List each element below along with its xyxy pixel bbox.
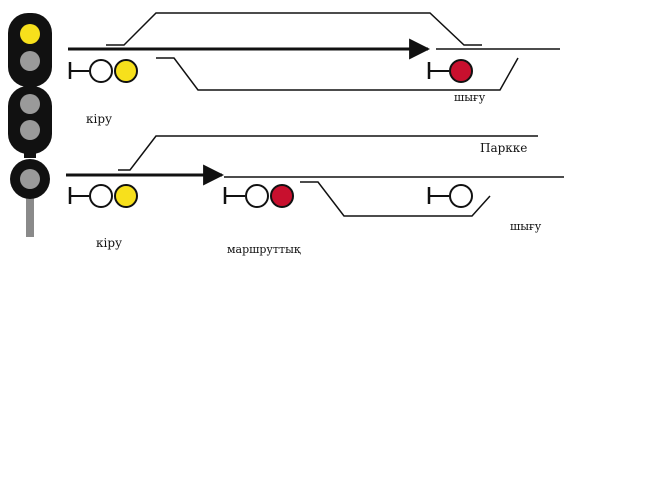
lamp-white xyxy=(89,184,113,208)
upper-siding-track xyxy=(106,12,482,46)
signal-head-bottom xyxy=(10,159,50,199)
exit-signal-top xyxy=(427,59,473,83)
signal-head-top xyxy=(8,13,52,87)
mast-lamp-off xyxy=(20,94,40,114)
label-route: маршруттық xyxy=(227,243,301,256)
mast-lamp-off xyxy=(20,169,40,189)
mast-lamp-off xyxy=(20,120,40,140)
label-park: Паркке xyxy=(480,141,528,155)
label-exit-bottom: шығу xyxy=(510,220,542,233)
entry-signal-top xyxy=(68,59,138,83)
mast-lamp-yellow xyxy=(20,24,40,44)
exit-signal-bottom xyxy=(427,184,473,208)
lamp-red xyxy=(270,184,294,208)
lamp-white xyxy=(89,59,113,83)
scheme-bottom xyxy=(66,135,564,217)
lamp-yellow xyxy=(114,184,138,208)
label-entry-bottom: кіру xyxy=(96,236,123,250)
mast-lamp-off xyxy=(20,51,40,71)
label-entry-top: кіру xyxy=(86,112,113,126)
signal-head-middle xyxy=(8,86,52,154)
scheme-top xyxy=(68,12,560,91)
park-branch-track xyxy=(118,135,538,171)
label-exit-top: шығу xyxy=(454,91,486,104)
signal-mast xyxy=(26,195,34,237)
lower-siding-track xyxy=(300,181,491,217)
mast-signal xyxy=(8,13,52,237)
lamp-yellow xyxy=(114,59,138,83)
lower-siding-track xyxy=(156,57,519,91)
entry-signal-bottom xyxy=(68,184,138,208)
lamp-white xyxy=(245,184,269,208)
lamp-red xyxy=(449,59,473,83)
lamp-white xyxy=(449,184,473,208)
route-signal xyxy=(223,184,294,208)
